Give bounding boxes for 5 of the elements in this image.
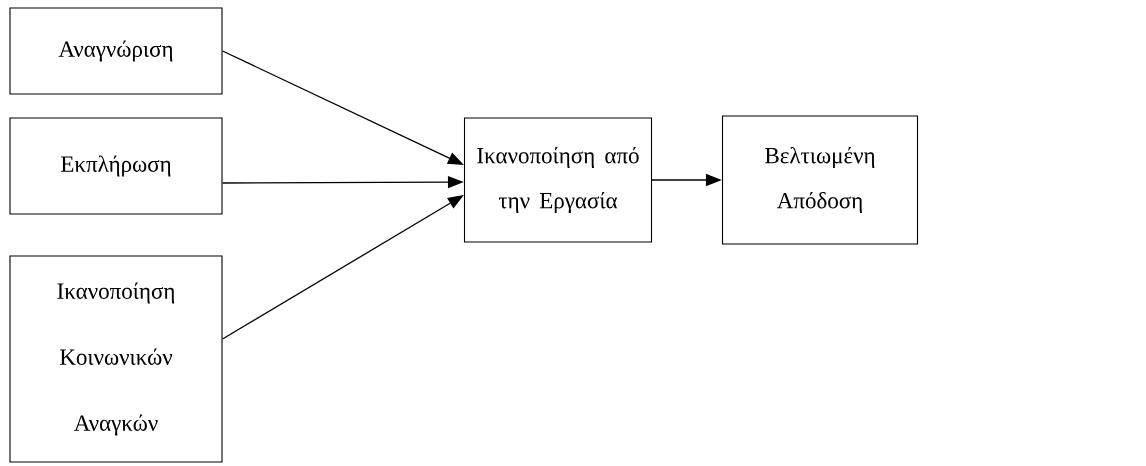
text-box: Ικανοποίηση από την Εργασία <box>463 117 653 243</box>
text-box: Αναγνώριση <box>9 7 223 95</box>
text-box: Ικανοποίηση Κοινωνικών Αναγκών <box>9 255 223 463</box>
text-box: Βελτιωμένη Απόδοση <box>721 115 919 245</box>
text-box: Εκπλήρωση <box>9 117 223 215</box>
